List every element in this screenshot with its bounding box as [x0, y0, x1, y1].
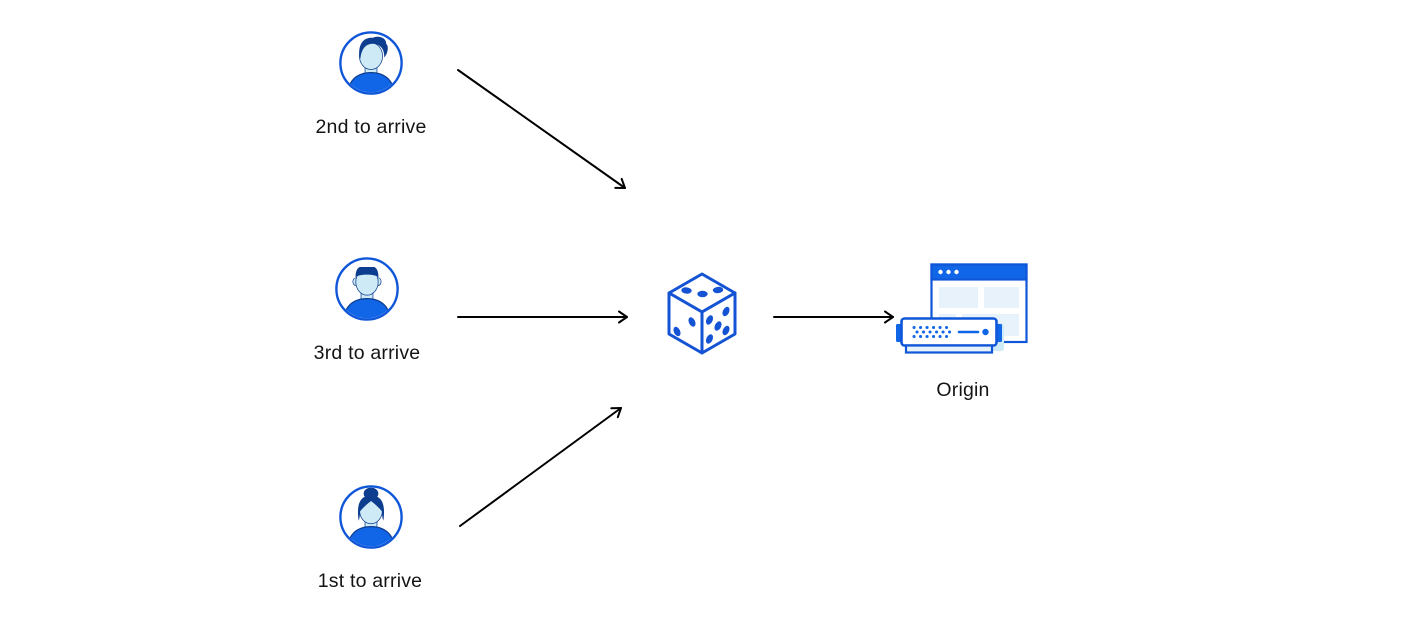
- node-user-second: [338, 30, 404, 96]
- user-second-label: 2nd to arrive: [315, 116, 427, 138]
- window-control-dots: [938, 269, 959, 275]
- user-third-label: 3rd to arrive: [313, 342, 421, 364]
- node-origin: [893, 256, 1033, 361]
- male-flattop-avatar-icon: [335, 257, 399, 321]
- origin-label: Origin: [936, 379, 990, 401]
- female-avatar-icon: [339, 485, 403, 549]
- arrow-first-user-to-dice: [459, 407, 622, 527]
- user-first-label: 1st to arrive: [317, 570, 423, 592]
- node-random-selector: [662, 269, 742, 357]
- node-user-third: [334, 256, 400, 322]
- male-avatar-icon: [339, 31, 403, 95]
- server-indicator-dot: [982, 328, 989, 336]
- dice-pips: [673, 286, 730, 344]
- arrow-second-user-to-dice: [457, 69, 626, 189]
- node-user-first: [338, 484, 404, 550]
- dice-icon: [667, 272, 737, 355]
- server-base-tray: [904, 344, 994, 354]
- server-vent-dots: [912, 326, 954, 338]
- origin-server-browser-icon: [896, 263, 1028, 354]
- server-appliance: [896, 317, 1004, 354]
